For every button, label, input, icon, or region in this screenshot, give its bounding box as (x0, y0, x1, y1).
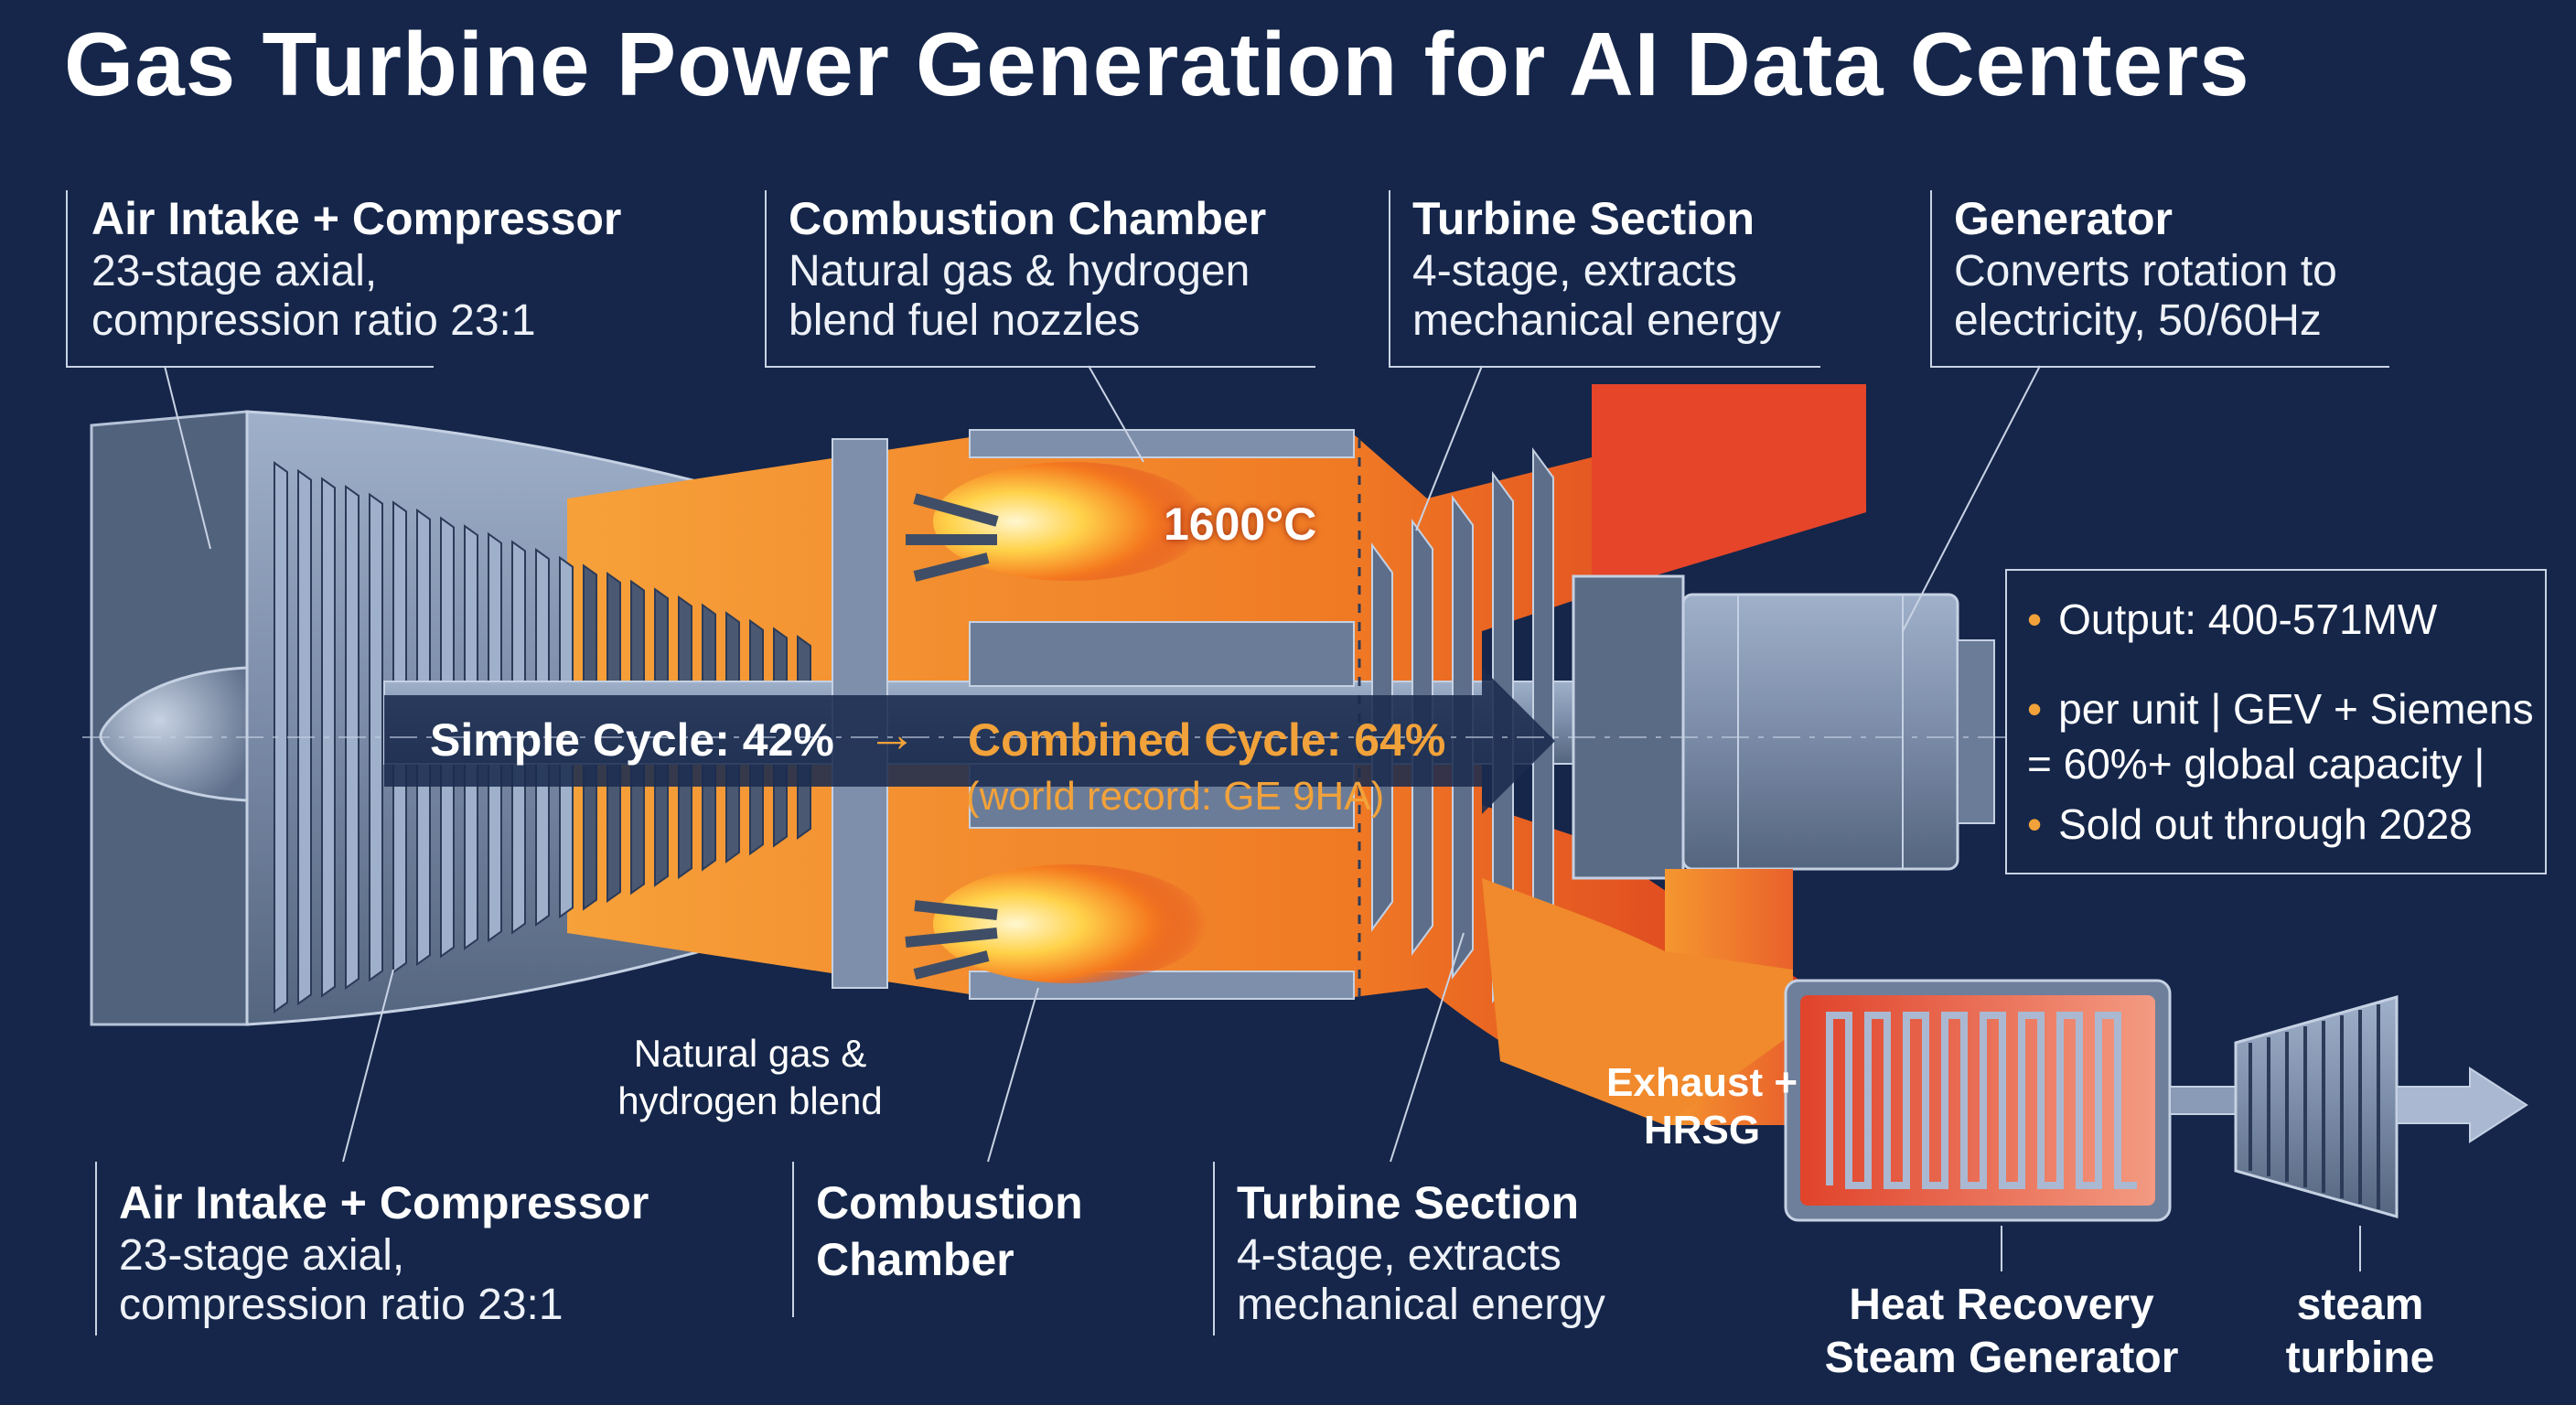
steam-turbine-caption: steam turbine (2285, 1281, 2435, 1382)
callout-combustion-bottom: Combustion Chamber (816, 1174, 1083, 1288)
callout-text: blend fuel nozzles (789, 296, 1141, 345)
callout-compressor-top: Air Intake + Compressor 23-stage axial, … (91, 190, 621, 346)
callout-text: compression ratio 23:1 (91, 296, 536, 345)
bullet-icon: • (2027, 595, 2043, 643)
exhaust-hrsg-label: Exhaust + HRSG (1606, 1060, 1798, 1153)
combustion-temperature: 1600°C (1164, 499, 1317, 550)
callout-bracket-compressor-bottom (95, 1162, 99, 1335)
callout-heading: Combustion (816, 1177, 1083, 1228)
arrow-right-icon: → (867, 707, 917, 762)
combustion-flames (905, 462, 1208, 983)
callout-text: Natural gas & hydrogen (789, 247, 1250, 295)
callout-bracket-turbine-top (1389, 190, 1820, 368)
callout-text: 23-stage axial, (91, 247, 378, 295)
hrsg-caption: Heat Recovery Steam Generator (1824, 1281, 2179, 1382)
callout-text: compression ratio 23:1 (119, 1281, 564, 1329)
callout-text: mechanical energy (1412, 296, 1781, 345)
callout-text: 23-stage axial, (119, 1231, 405, 1280)
hrsg-coil (1826, 1012, 2137, 1189)
callout-heading: Combustion Chamber (789, 193, 1267, 244)
generator-housing (1572, 574, 1995, 880)
callout-bracket-combustion-top (765, 190, 1315, 368)
callout-turbine-bottom: Turbine Section 4-stage, extracts mechan… (1237, 1174, 1605, 1330)
hrsg-unit (1784, 979, 2172, 1222)
callout-bracket-generator-top (1930, 190, 2389, 368)
bullet-icon: • (2027, 685, 2043, 733)
efficiency-arrow (384, 668, 1555, 814)
page-title: Gas Turbine Power Generation for AI Data… (64, 14, 2250, 114)
info-line-sold-out: •Sold out through 2028 (2027, 800, 2473, 848)
world-record-note: (world record: GE 9HA) (966, 774, 1385, 819)
combined-cycle-label: Combined Cycle: 64% (968, 714, 1446, 766)
callout-bracket-combustion-bottom (792, 1162, 796, 1317)
callout-heading: Turbine Section (1237, 1177, 1580, 1228)
callout-heading: Air Intake + Compressor (119, 1177, 649, 1228)
leader-lines (164, 365, 2361, 1271)
callout-combustion-top: Combustion Chamber Natural gas & hydroge… (789, 190, 1266, 346)
callout-text: Converts rotation to (1954, 247, 2337, 295)
callout-heading: Generator (1954, 193, 2173, 244)
callout-bracket-turbine-bottom (1213, 1162, 1217, 1335)
steam-turbine-unit (2234, 995, 2528, 1218)
callout-text: mechanical energy (1237, 1281, 1605, 1329)
info-line-output: •Output: 400-571MW (2027, 595, 2438, 643)
simple-cycle-label: Simple Cycle: 42% (430, 714, 834, 766)
callout-heading: Air Intake + Compressor (91, 193, 622, 244)
callout-heading: Chamber (816, 1234, 1014, 1285)
info-line-capacity: = 60%+ global capacity | (2027, 740, 2485, 788)
callout-text: electricity, 50/60Hz (1954, 296, 2322, 345)
callout-bracket-compressor-top (66, 190, 434, 368)
fuel-blend-label: Natural gas & hydrogen blend (617, 1032, 883, 1122)
callout-turbine-top: Turbine Section 4-stage, extracts mechan… (1412, 190, 1781, 346)
callout-compressor-bottom: Air Intake + Compressor 23-stage axial, … (119, 1174, 649, 1330)
callout-text: 4-stage, extracts (1412, 247, 1737, 295)
info-line-per-unit: •per unit | GEV + Siemens (2027, 685, 2534, 733)
callout-generator-top: Generator Converts rotation to electrici… (1954, 190, 2337, 346)
compressor-blade (274, 461, 288, 1014)
callout-text: 4-stage, extracts (1237, 1231, 1562, 1280)
callout-heading: Turbine Section (1412, 193, 1755, 244)
specs-info-box: •Output: 400-571MW •per unit | GEV + Sie… (2005, 569, 2547, 874)
bullet-icon: • (2027, 800, 2043, 848)
steam-pipe (2169, 1086, 2237, 1115)
